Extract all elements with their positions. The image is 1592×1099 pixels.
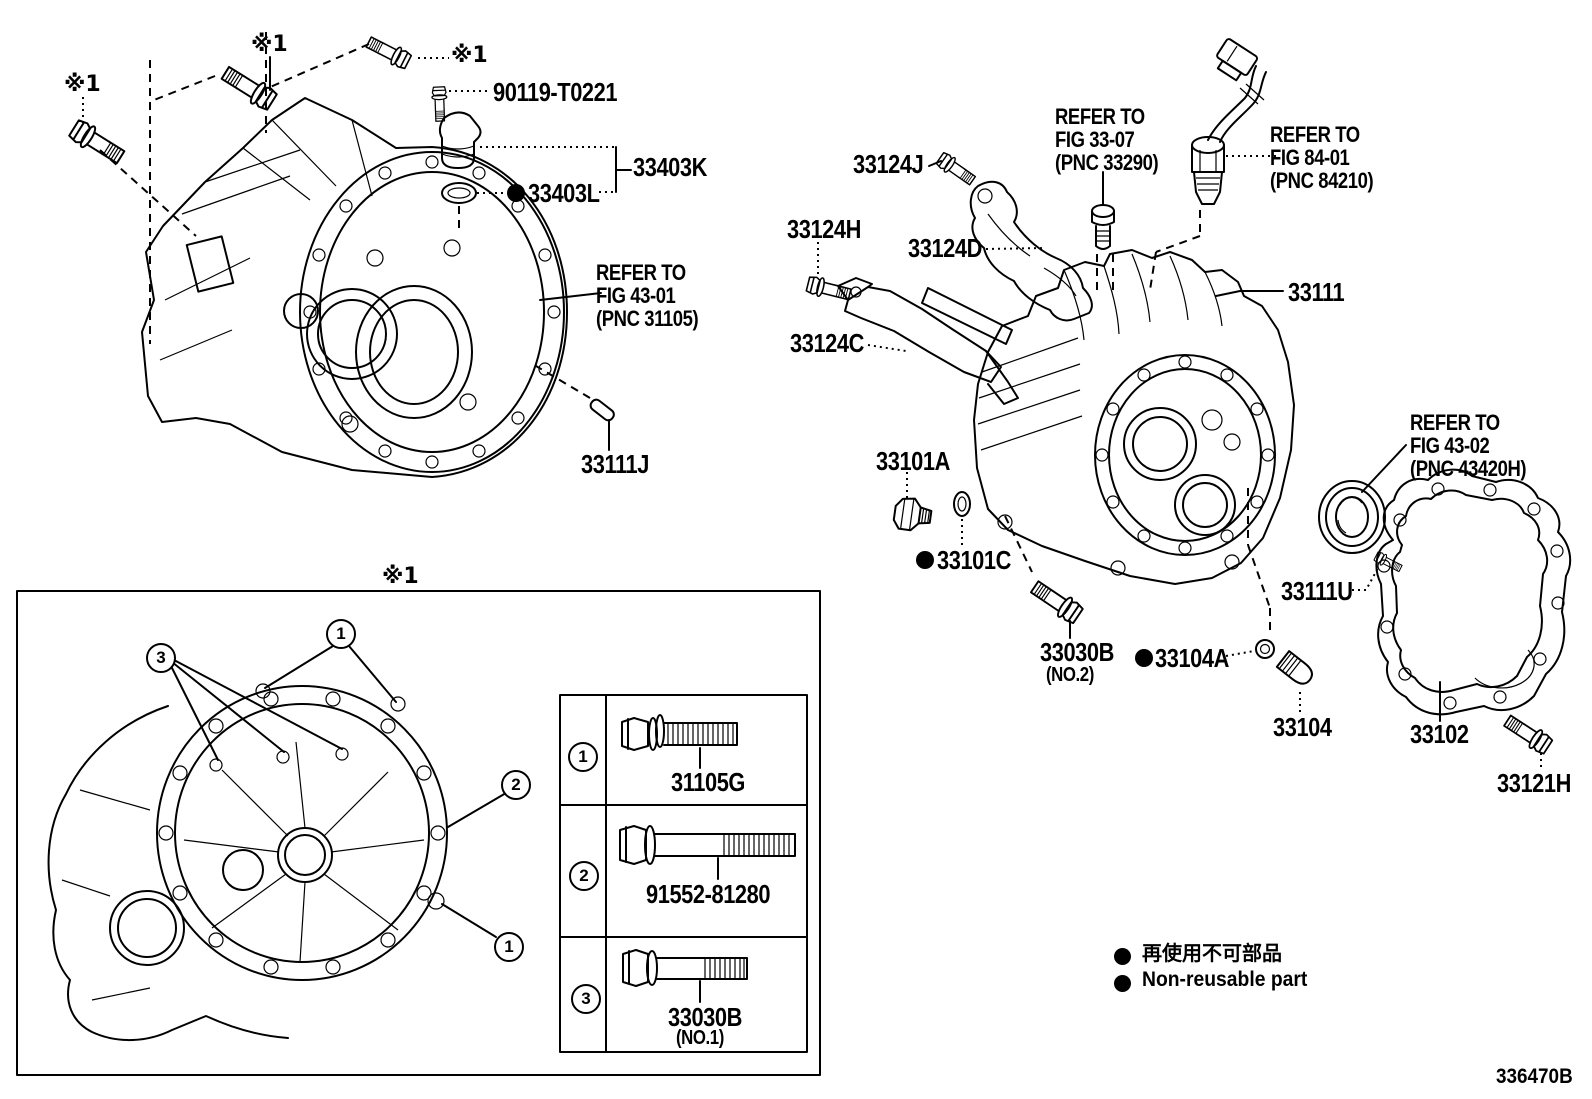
- part-label-33403k: 33403K: [633, 152, 707, 182]
- part-label-33104a: 33104A: [1155, 643, 1229, 673]
- bolt-table-art: [559, 694, 808, 1053]
- non-reusable-bullet-33403l: [507, 184, 525, 202]
- figure-code: 336470B: [1496, 1065, 1573, 1088]
- callout-1-inset-bottom: 1: [494, 932, 524, 962]
- ref-fig-43-01: REFER TO FIG 43-01 (PNC 31105): [596, 260, 699, 331]
- ref-line: REFER TO: [1270, 122, 1360, 147]
- part-note-no2: (NO.2): [1046, 664, 1094, 686]
- callout-2-inset: 2: [501, 770, 531, 800]
- part-label-90119-t0221: 90119-T0221: [493, 77, 618, 107]
- ref-line: FIG 43-02: [1410, 433, 1490, 458]
- plugs-art: [892, 472, 1313, 712]
- ref-line: (PNC 84210): [1270, 168, 1374, 193]
- table-part-note-no1: (NO.1): [676, 1027, 724, 1049]
- part-label-33102: 33102: [1410, 719, 1469, 749]
- non-reusable-bullet-33101c: [916, 551, 934, 569]
- legend-bullet-en: [1114, 975, 1131, 992]
- part-label-33403l: 33403L: [528, 178, 600, 208]
- non-reusable-bullet-33104a: [1135, 649, 1153, 667]
- part-label-33101a: 33101A: [876, 446, 950, 476]
- ref-fig-33-07: REFER TO FIG 33-07 (PNC 33290): [1055, 104, 1159, 175]
- oil-seal-art: [1318, 444, 1407, 554]
- part-label-33104: 33104: [1273, 712, 1332, 742]
- rear-cover-art: [1352, 468, 1572, 769]
- ref-line: (PNC 31105): [596, 306, 699, 331]
- ref-line: FIG 33-07: [1055, 127, 1135, 152]
- table-part-31105g: 31105G: [671, 767, 745, 797]
- part-label-33111j: 33111J: [581, 449, 649, 479]
- ref-line: (PNC 43420H): [1410, 456, 1527, 481]
- callout-1-inset-top: 1: [326, 619, 356, 649]
- legend-bullet-jp: [1114, 948, 1131, 965]
- callout-3-inset: 3: [146, 643, 176, 673]
- legend-text-en: Non-reusable part: [1142, 968, 1308, 991]
- note-marker-3: ※1: [451, 43, 488, 68]
- sensor-art: [1091, 38, 1278, 292]
- note-marker-1: ※1: [64, 72, 101, 97]
- ref-line: (PNC 33290): [1055, 150, 1159, 175]
- table-callout-3: 3: [571, 984, 601, 1014]
- top-bolts-art: [66, 32, 449, 344]
- part-label-33030b-no2: 33030B: [1040, 637, 1114, 667]
- part-label-33124d: 33124D: [908, 233, 982, 263]
- inset-box-art: [16, 590, 821, 1076]
- ref-fig-43-02: REFER TO FIG 43-02 (PNC 43420H): [1410, 410, 1527, 481]
- part-label-33124j: 33124J: [853, 149, 924, 179]
- part-label-33124h: 33124H: [787, 214, 861, 244]
- shift-bracket-art: [804, 150, 1093, 405]
- clutch-housing-art: [141, 97, 568, 478]
- ref-fig-84-01: REFER TO FIG 84-01 (PNC 84210): [1270, 122, 1374, 193]
- transaxle-case-art: [973, 249, 1295, 585]
- ref-line: FIG 84-01: [1270, 145, 1350, 170]
- part-label-33121h: 33121H: [1497, 768, 1571, 798]
- ref-line: FIG 43-01: [596, 283, 676, 308]
- table-callout-1: 1: [568, 742, 598, 772]
- part-label-33101c: 33101C: [937, 545, 1011, 575]
- table-part-91552-81280: 91552-81280: [646, 879, 771, 909]
- ref-line: REFER TO: [596, 260, 686, 285]
- ref-line: REFER TO: [1410, 410, 1500, 435]
- part-label-33111u: 33111U: [1281, 576, 1353, 606]
- table-callout-2: 2: [569, 861, 599, 891]
- part-label-33124c: 33124C: [790, 328, 864, 358]
- table-part-33030b: 33030B: [668, 1002, 742, 1032]
- part-label-33111: 33111: [1288, 277, 1345, 307]
- dowel-pin-art: [535, 292, 615, 451]
- ref-line: REFER TO: [1055, 104, 1145, 129]
- note-marker-inset: ※1: [382, 564, 419, 589]
- legend-text-jp: 再使用不可部品: [1142, 941, 1282, 965]
- note-marker-2: ※1: [251, 32, 288, 57]
- breather-plug-art: [430, 86, 632, 232]
